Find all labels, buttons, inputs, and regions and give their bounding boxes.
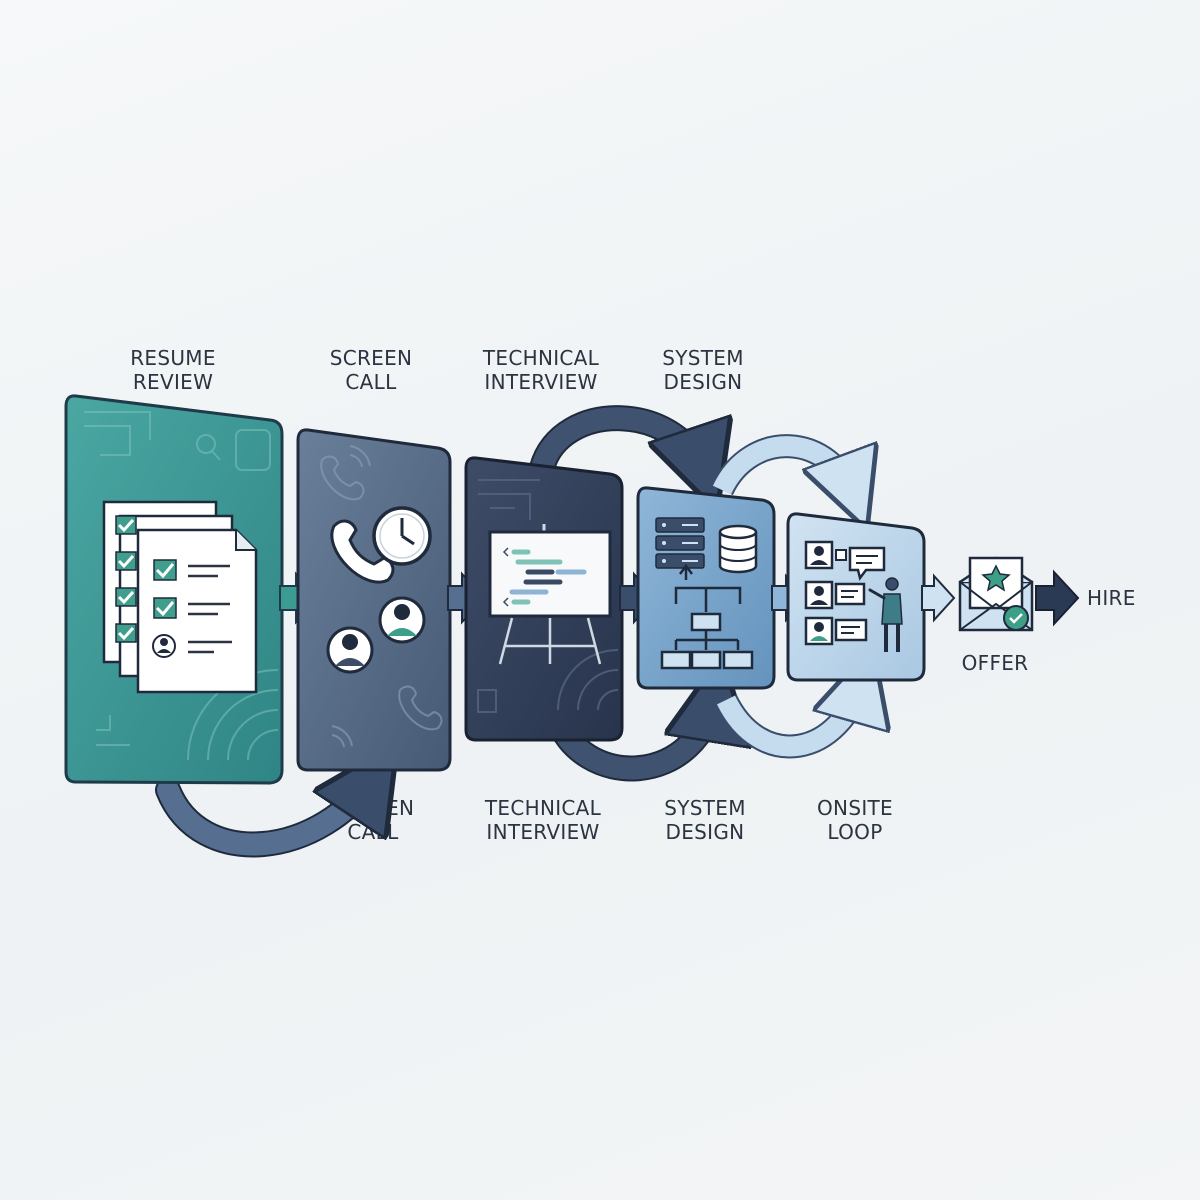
label-onsite-loop: ONSITE LOOP bbox=[817, 796, 893, 844]
presentation-board-icon bbox=[488, 524, 612, 665]
label-screen-call-top: SCREEN CALL bbox=[329, 346, 413, 394]
label-technical-interview-bottom: TECHNICAL INTERVIEW bbox=[484, 796, 602, 844]
panel-system-design bbox=[636, 486, 776, 690]
panel-resume-review bbox=[64, 394, 284, 785]
server-stack-icon bbox=[655, 517, 705, 569]
arrow-design-loop-top bbox=[711, 434, 856, 500]
label-system-design-top: SYSTEM DESIGN bbox=[662, 346, 744, 394]
arrow-offer-to-hire bbox=[1035, 569, 1080, 627]
label-offer: OFFER bbox=[961, 651, 1029, 675]
label-resume-review: RESUME REVIEW bbox=[130, 346, 216, 394]
interviewer-avatar-icon bbox=[326, 626, 374, 674]
interview-panel-icon bbox=[804, 540, 886, 646]
resume-stack-icon bbox=[102, 500, 258, 694]
candidate-avatar-icon bbox=[378, 596, 426, 644]
clock-icon bbox=[372, 506, 432, 566]
panel-onsite-loop bbox=[786, 512, 926, 682]
label-hire: HIRE bbox=[1087, 586, 1136, 610]
database-icon bbox=[718, 524, 758, 574]
presenter-person-icon bbox=[868, 577, 903, 652]
arrow-design-loop-bottom bbox=[715, 676, 864, 759]
arrow-connector-5 bbox=[921, 573, 956, 623]
panel-screen-call bbox=[296, 428, 452, 772]
label-technical-interview-top: TECHNICAL INTERVIEW bbox=[482, 346, 600, 394]
hierarchy-chart-icon bbox=[660, 563, 754, 670]
label-system-design-bottom: SYSTEM DESIGN bbox=[664, 796, 746, 844]
arrow-technical-loop-top bbox=[529, 405, 706, 478]
arrow-resume-to-screen-call bbox=[155, 772, 378, 858]
panel-technical-interview bbox=[464, 456, 624, 742]
offer-envelope-icon bbox=[958, 556, 1034, 632]
